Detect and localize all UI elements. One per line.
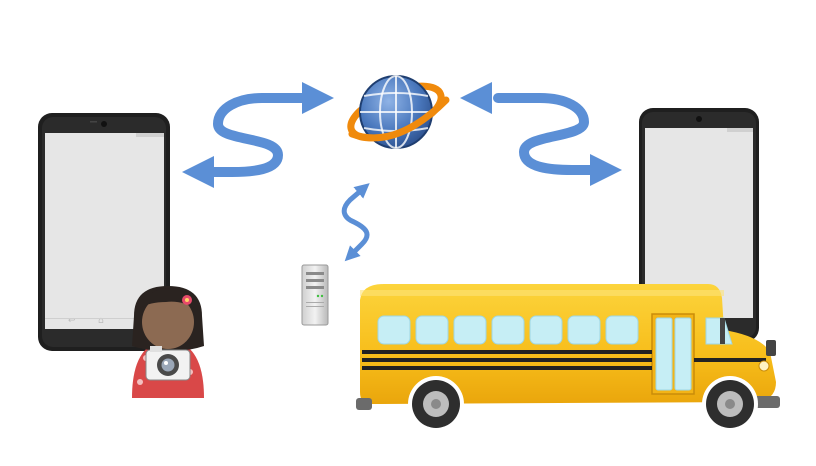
server-tower-icon bbox=[301, 264, 329, 326]
nav-back-icon: ↩ bbox=[68, 316, 76, 326]
front-camera bbox=[696, 116, 702, 122]
globe-icon bbox=[347, 75, 450, 149]
nav-home-icon: ⌂ bbox=[98, 316, 104, 326]
photographer-icon bbox=[132, 286, 204, 401]
school-bus-icon bbox=[356, 284, 780, 432]
arrow-internet-to-left-phone bbox=[181, 93, 317, 189]
front-camera bbox=[101, 121, 107, 127]
arrow-server-internet bbox=[341, 183, 370, 262]
arrow-internet-to-right-phone bbox=[493, 93, 623, 187]
